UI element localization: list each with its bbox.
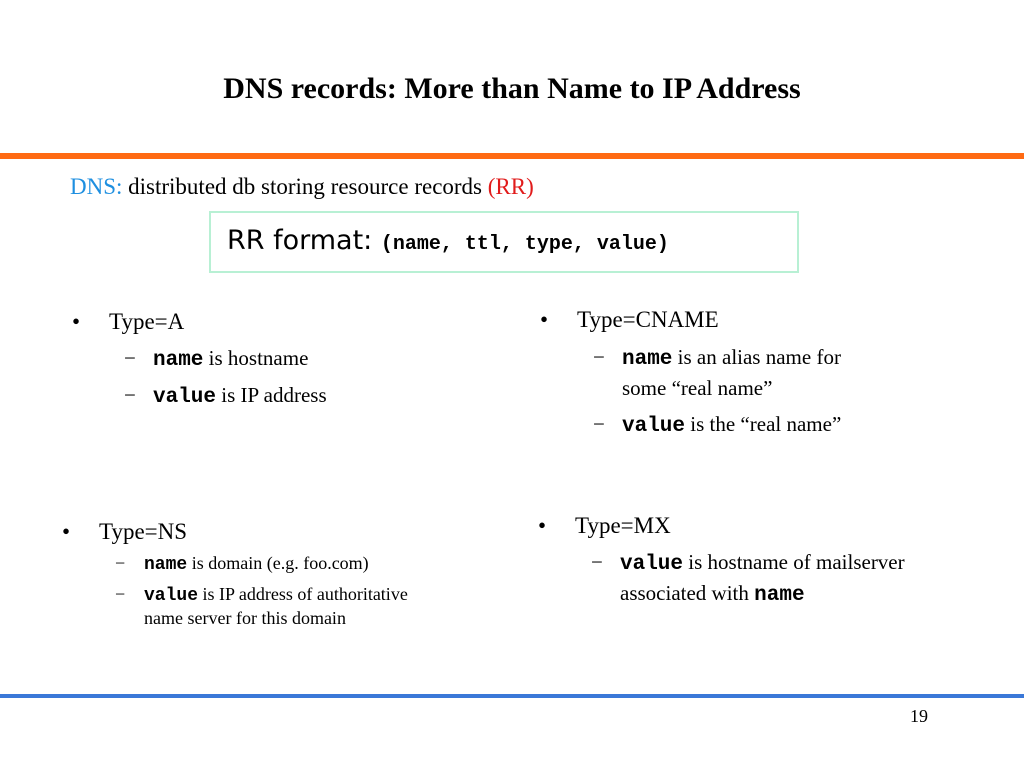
dash-marker: − <box>124 346 136 370</box>
type-ns-item-name: − name is domain (e.g. foo.com) <box>115 553 369 575</box>
bullet-marker: • <box>72 309 81 334</box>
type-mx-heading: • Type=MX <box>538 513 671 538</box>
type-cname-item-name: − name is an alias name for <box>593 345 841 371</box>
dns-intro-line: DNS: distributed db storing resource rec… <box>70 174 534 200</box>
bullet-marker: • <box>538 513 547 538</box>
dash-marker: − <box>124 383 136 407</box>
type-ns-item-value-cont: name server for this domain <box>144 608 346 628</box>
type-cname-heading: • Type=CNAME <box>540 307 719 332</box>
dash-marker: − <box>593 412 605 436</box>
type-a-heading: • Type=A <box>72 309 185 334</box>
dash-marker: − <box>591 550 603 574</box>
top-orange-rule <box>0 153 1024 159</box>
dash-marker: − <box>115 584 126 604</box>
type-a-item-value: − value is IP address <box>124 383 327 409</box>
dash-marker: − <box>593 345 605 369</box>
slide-title: DNS records: More than Name to IP Addres… <box>223 72 801 105</box>
bottom-blue-rule <box>0 694 1024 698</box>
bullet-marker: • <box>540 307 549 332</box>
type-cname-item-name-cont: some “real name” <box>622 376 773 400</box>
type-cname-item-value: − value is the “real name” <box>593 412 842 438</box>
type-a-item-name: − name is hostname <box>124 346 309 372</box>
page-number: 19 <box>910 706 928 726</box>
dns-label: DNS: <box>70 174 123 199</box>
type-ns-heading: • Type=NS <box>62 519 188 544</box>
type-mx-item-value: − value is hostname of mailserver <box>591 550 905 576</box>
type-ns-item-value: − value is IP address of authoritative <box>115 584 408 606</box>
dash-marker: − <box>115 553 126 573</box>
dns-intro-text: distributed db storing resource records <box>122 174 488 199</box>
bullet-marker: • <box>62 519 71 544</box>
rr-format-box: RR format: (name, ttl, type, value) <box>209 211 799 273</box>
rr-format-label: RR format: <box>227 225 381 256</box>
rr-format-code: (name, ttl, type, value) <box>380 233 669 256</box>
rr-label: (RR) <box>487 174 534 199</box>
type-mx-item-value-cont: associated with name <box>620 581 805 607</box>
